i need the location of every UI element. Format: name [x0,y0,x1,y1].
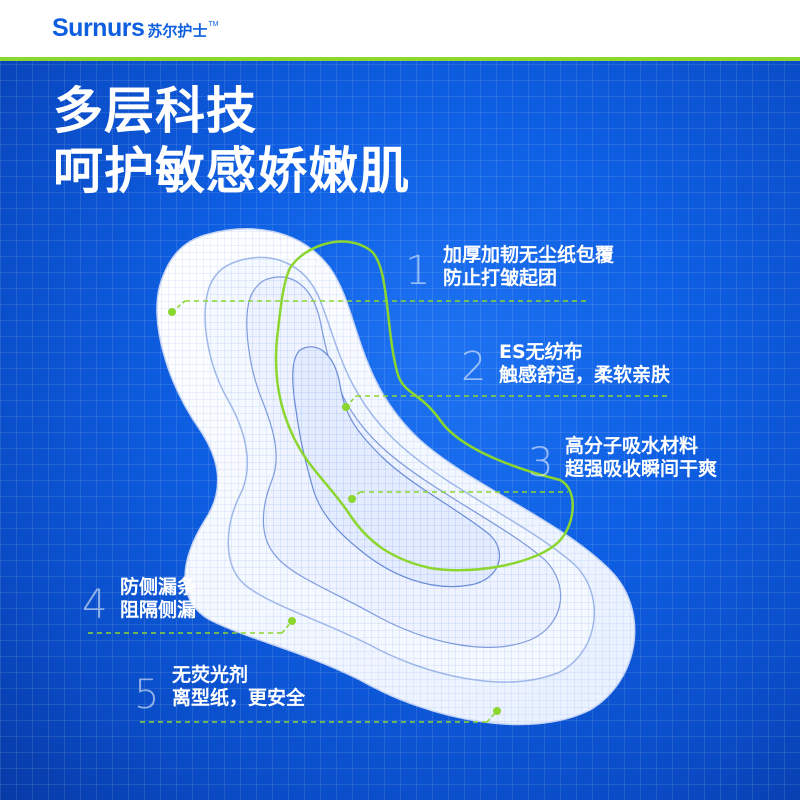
header-divider [0,57,800,61]
headline-line-1: 多层科技 [53,82,257,140]
callout-2-number: 2 [461,344,487,390]
callout-5-line-2: 离型纸，更安全 [172,687,306,709]
headline-line-2: 呵护敏感娇嫩肌 [53,142,410,200]
callout-5-number: 5 [134,672,160,718]
brand-logo: Surnurs 苏尔护士 TM [52,14,218,44]
callout-4-line-1: 防侧漏条 [120,576,197,598]
callout-2-line-1: ES无纺布 [499,341,583,363]
callout-1-line-1: 加厚加韧无尘纸包覆 [443,244,615,266]
callout-4-number: 4 [82,582,108,628]
callout-5-line-1: 无荧光剂 [172,664,249,686]
callout-2-line-2: 触感舒适，柔软亲肤 [499,364,671,386]
brand-name-cn: 苏尔护士 [147,22,208,40]
leader-connectors [171,300,498,723]
callout-1-line-2: 防止打皱起团 [443,267,558,289]
callout-3-number: 3 [528,440,554,486]
leader-lines [88,300,668,723]
callout-4-line-2: 阻隔侧漏 [120,599,197,621]
brand-name-en: Surnurs [52,14,145,42]
callout-1-number: 1 [405,248,431,294]
callout-3-line-2: 超强吸收瞬间干爽 [565,458,718,480]
pad-layers [156,228,636,726]
trademark-mark: TM [208,21,219,28]
callout-3-line-1: 高分子吸水材料 [565,435,699,457]
highlight-outline [274,240,574,572]
header-bar: Surnurs 苏尔护士 TM [0,0,800,57]
